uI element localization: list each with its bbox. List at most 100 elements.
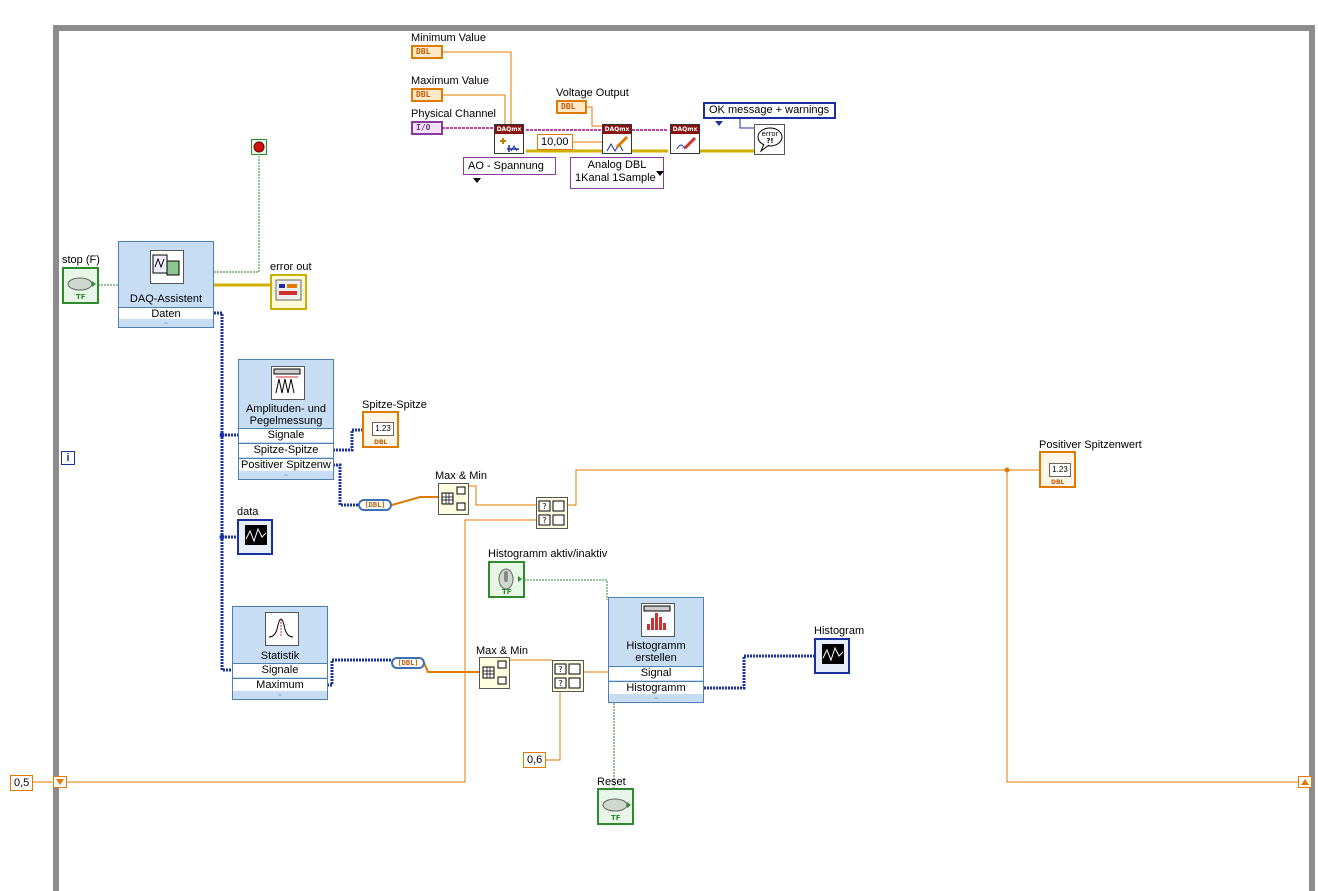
- write-pencil-icon: [606, 135, 629, 153]
- histogram-expander-icon[interactable]: ⌄: [609, 694, 703, 702]
- amplitude-max-min-node[interactable]: [438, 483, 469, 515]
- while-loop-frame[interactable]: [53, 25, 1315, 891]
- statistics-wires: [327, 579, 814, 790]
- physical-channel-control[interactable]: I/O: [411, 121, 443, 135]
- svg-text:?: ?: [542, 516, 546, 525]
- channel-io-tag: I/O: [416, 123, 431, 132]
- statistics-expander-icon[interactable]: ⌄: [233, 691, 327, 699]
- error-out-indicator[interactable]: [270, 274, 307, 310]
- positive-peak-dbl-tag: DBL: [1051, 479, 1065, 486]
- voltage-output-control[interactable]: DBL: [556, 100, 587, 114]
- histogram-bars-icon: [643, 605, 671, 630]
- statistics-icon: [265, 612, 299, 646]
- histogram-graph-indicator[interactable]: [814, 638, 850, 674]
- daq-assistant-icon: [150, 250, 184, 284]
- max-min-icon-2: [482, 660, 507, 685]
- voltage-output-label: Voltage Output: [556, 87, 629, 99]
- create-histogram-node[interactable]: Histogramm erstellen Signal Histogramm ⌄: [608, 597, 704, 703]
- toggle-switch-icon: [498, 568, 522, 590]
- write-type-line2: 1Kanal 1Sample: [575, 172, 656, 184]
- amplitude-to-dbl-conversion[interactable]: [DBL]: [358, 499, 392, 511]
- daq-assistant-node[interactable]: DAQ-Assistent Daten ⌄: [118, 241, 214, 328]
- daqmx-create-channel-node[interactable]: DAQmx: [494, 124, 524, 154]
- histogram-title-line1: Histogramm: [626, 640, 686, 652]
- simple-error-handler-node[interactable]: error ?!: [754, 124, 785, 155]
- error-ring-dropdown-icon: [715, 120, 723, 126]
- daqmx-clear-node[interactable]: DAQmx: [670, 124, 700, 154]
- data-graph-indicator[interactable]: [237, 519, 273, 555]
- select-compare-icon-2: ? ?: [554, 663, 581, 689]
- daq-assistant-data-output[interactable]: Daten: [119, 307, 213, 321]
- shift-register-left[interactable]: [53, 776, 67, 788]
- stop-led-indicator[interactable]: [251, 139, 267, 155]
- svg-text:?: ?: [558, 665, 562, 674]
- histogram-output[interactable]: Histogramm: [609, 681, 703, 695]
- amplitude-select-node[interactable]: ? ?: [536, 497, 568, 529]
- select-compare-icon: ? ?: [538, 500, 565, 526]
- amplitude-minmax-label: Max & Min: [435, 470, 487, 482]
- histogram-graph-label: Histogram: [814, 625, 865, 637]
- statistics-node[interactable]: Statistik Signale Maximum ⌄: [232, 606, 328, 700]
- error-speech-bubble-icon: error ?!: [757, 127, 783, 153]
- amplitude-positive-peak-output[interactable]: Positiver Spitzenw: [239, 458, 333, 472]
- daq-assistant-title: DAQ-Assistent: [129, 293, 203, 305]
- error-message-ring[interactable]: OK message + warnings: [703, 102, 836, 126]
- iteration-terminal: i: [61, 451, 75, 465]
- svg-text:?!: ?!: [766, 137, 773, 145]
- statistics-select-node[interactable]: ? ?: [552, 660, 584, 692]
- positive-peak-indicator[interactable]: 1.23 DBL: [1039, 451, 1076, 488]
- reset-label: Reset: [597, 776, 626, 788]
- min-value-label: Minimum Value: [411, 32, 486, 44]
- constant-0-6[interactable]: 0,6: [523, 752, 546, 768]
- reset-button-terminal[interactable]: TF: [597, 788, 634, 825]
- write-daqmx-tag: DAQmx: [603, 125, 631, 134]
- shift-register-up-icon: [1301, 779, 1309, 785]
- amplitude-wires: [32, 428, 1300, 783]
- statistics-title: Statistik: [260, 650, 300, 662]
- amplitude-level-icon: [273, 368, 301, 394]
- statistics-max-min-node[interactable]: [479, 657, 510, 689]
- histogram-signal-input[interactable]: Signal: [609, 666, 703, 680]
- ao-voltage-ring-text: AO - Spannung: [468, 160, 544, 172]
- max-value-label: Maximum Value: [411, 75, 490, 87]
- stop-button-icon: [67, 277, 96, 291]
- amplitude-measure-node[interactable]: Amplituden- und Pegelmessung Signale Spi…: [238, 359, 334, 480]
- amplitude-peak-peak-output[interactable]: Spitze-Spitze: [239, 443, 333, 457]
- statistics-maximum-output[interactable]: Maximum: [233, 678, 327, 692]
- histogram-toggle-tf-tag: TF: [502, 588, 512, 596]
- svg-text:?: ?: [558, 679, 562, 688]
- stop-button-terminal[interactable]: TF: [62, 267, 99, 304]
- ao-voltage-ring[interactable]: AO - Spannung: [463, 157, 556, 183]
- daq-assistant-expander-icon[interactable]: ⌄: [119, 319, 213, 327]
- peak-peak-label: Spitze-Spitze: [362, 399, 427, 411]
- amplitude-title-line1: Amplituden- und: [245, 403, 327, 415]
- error-cluster-icon: [275, 279, 302, 301]
- voltage-dbl-tag: DBL: [561, 102, 576, 111]
- shift-register-down-icon: [56, 779, 64, 785]
- positive-peak-num-tag: 1.23: [1049, 463, 1071, 477]
- stop-tf-tag: TF: [76, 293, 86, 301]
- histogram-toggle-terminal[interactable]: TF: [488, 561, 525, 598]
- error-ring-text: OK message + warnings: [709, 104, 830, 116]
- timeout-constant[interactable]: 10,00: [537, 134, 573, 150]
- stop-label: stop (F): [62, 254, 100, 266]
- daqmx-write-node[interactable]: DAQmx: [602, 124, 632, 154]
- data-label: data: [237, 506, 259, 518]
- statistics-to-dbl-conversion[interactable]: [DBL]: [391, 657, 425, 669]
- red-led-icon: [253, 141, 265, 153]
- write-type-ring[interactable]: Analog DBL 1Kanal 1Sample: [570, 157, 664, 189]
- gaussian-curve-icon: [268, 618, 294, 638]
- histogram-title-line2: erstellen: [635, 652, 677, 664]
- max-value-control[interactable]: DBL: [411, 88, 443, 102]
- create-channel-icon: [500, 138, 519, 152]
- svg-text:error: error: [762, 130, 779, 138]
- shift-register-init-constant[interactable]: 0,5: [10, 775, 33, 791]
- shift-register-right[interactable]: [1298, 776, 1312, 788]
- amplitude-signals-input[interactable]: Signale: [239, 428, 333, 442]
- peak-peak-indicator[interactable]: 1.23 DBL: [362, 411, 399, 448]
- amplitude-expander-icon[interactable]: ⌄: [239, 471, 333, 479]
- write-ring-dropdown-icon: [656, 171, 664, 176]
- min-value-control[interactable]: DBL: [411, 45, 443, 59]
- peak-peak-dbl-tag: DBL: [374, 439, 388, 446]
- statistics-signals-input[interactable]: Signale: [233, 663, 327, 677]
